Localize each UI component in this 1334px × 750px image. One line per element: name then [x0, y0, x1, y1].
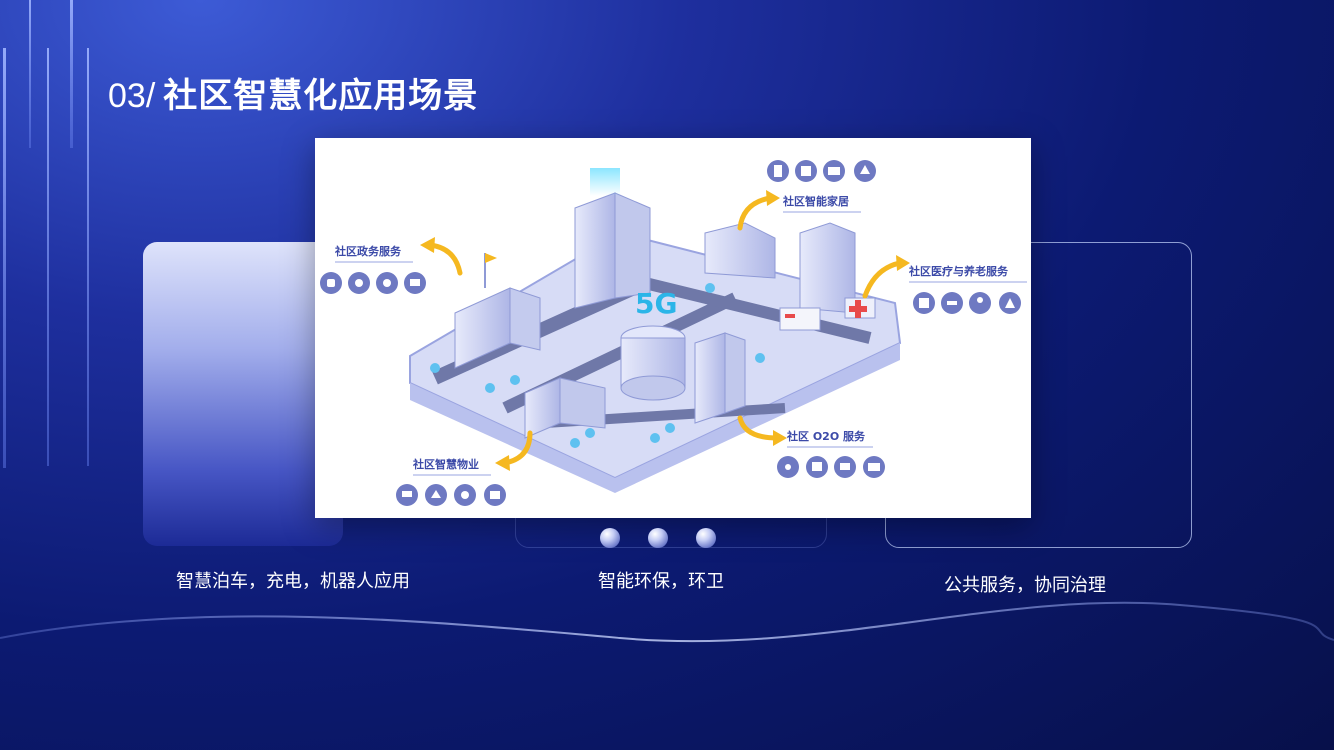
left-card: [143, 242, 343, 546]
apartment-blocks: [524, 332, 746, 439]
label-medical: 社区医疗与养老服务: [908, 264, 1009, 278]
decorative-wave: [0, 601, 1334, 643]
caption-public-service: 公共服务，协同治理: [944, 575, 1106, 596]
pagination-dot[interactable]: [600, 528, 620, 548]
city-diagram: 5G: [320, 160, 1027, 506]
tall-tower: [574, 168, 651, 309]
icons-property: [396, 484, 506, 506]
hospital: [779, 222, 876, 331]
slide-number: 03/: [108, 77, 156, 115]
trees: [430, 283, 765, 448]
gov-building: [454, 253, 541, 369]
arrow-heads: [420, 190, 910, 471]
label-home: 社区智能家居: [782, 194, 849, 208]
pagination-dots: [600, 528, 716, 548]
5g-tower: 5G: [620, 287, 686, 401]
icons-home: [767, 160, 876, 182]
arrows: [427, 195, 903, 466]
decorative-vertical-lines: [3, 0, 89, 468]
caption-parking: 智慧泊车，充电，机器人应用: [176, 571, 410, 592]
label-gov: 社区政务服务: [334, 244, 402, 258]
pagination-dot[interactable]: [696, 528, 716, 548]
smart-community-illustration: 5G: [315, 138, 1031, 518]
label-property: 社区智慧物业: [412, 457, 479, 471]
caption-environment: 智能环保，环卫: [598, 571, 724, 592]
label-o2o: 社区 O2O 服务: [786, 429, 866, 443]
slide-title: 社区智慧化应用场景: [163, 76, 479, 116]
home-building: [704, 222, 776, 279]
five-g-label: 5G: [635, 287, 677, 320]
icon-glyphs: [327, 165, 1015, 499]
pagination-dot[interactable]: [648, 528, 668, 548]
icons-medical: [913, 292, 1021, 314]
page-title: 03/ 社区智慧化应用场景: [108, 68, 478, 117]
